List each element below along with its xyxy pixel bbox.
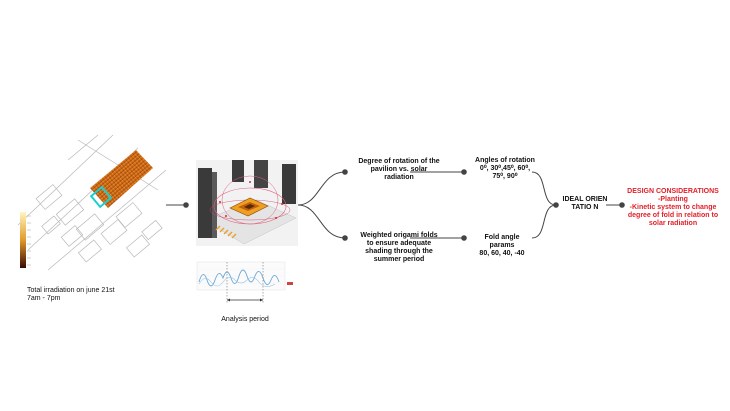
analysis-graph-svg bbox=[196, 261, 293, 304]
fold-angle-result: Fold angle params 80, 60, 40, -40 bbox=[474, 234, 530, 258]
node-dot bbox=[461, 169, 467, 175]
site-map-caption: Total irradiation on june 21st 7am - 7pm bbox=[27, 287, 167, 303]
design-considerations: DESIGN CONSIDERATIONS -Planting -Kinetic… bbox=[626, 188, 720, 228]
pavilion-model-graphic bbox=[196, 160, 298, 246]
rotation-angles-title: Angles of rotation bbox=[475, 157, 535, 164]
rotation-degree-text: Degree of rotation of the pavilion vs. s… bbox=[358, 158, 440, 181]
analysis-period-graph bbox=[195, 260, 295, 310]
node-dot bbox=[619, 202, 625, 208]
analysis-period-caption: Analysis period bbox=[221, 316, 269, 323]
rotation-angles-values: 0⁰, 30⁰,45⁰, 60⁰, 75⁰, 90⁰ bbox=[479, 165, 531, 180]
origami-folds-text: Weighted origami folds to ensure adequat… bbox=[360, 232, 438, 263]
site-highlight bbox=[89, 185, 113, 209]
heat-zone bbox=[90, 150, 153, 208]
design-considerations-kinetic: -Kinetic system to change degree of fold… bbox=[627, 204, 719, 227]
site-radiation-map bbox=[17, 130, 167, 271]
design-considerations-planting: -Planting bbox=[658, 196, 688, 203]
connector-branch-top bbox=[297, 171, 346, 206]
node-dot bbox=[342, 235, 348, 241]
fold-angle-values: 80, 60, 40, -40 bbox=[479, 250, 525, 257]
design-considerations-title: DESIGN CONSIDERATIONS bbox=[627, 188, 719, 195]
node-dot bbox=[553, 202, 559, 208]
site-map-graphic bbox=[17, 130, 167, 271]
connector-bottom-to-ideal bbox=[531, 204, 557, 239]
fold-angle-title: Fold angle params bbox=[484, 234, 520, 249]
connector-branch-bottom bbox=[297, 204, 346, 239]
node-dot bbox=[183, 202, 189, 208]
site-map-caption-line2: 7am - 7pm bbox=[27, 295, 61, 302]
site-map-caption-line1: Total irradiation on june 21st bbox=[27, 287, 115, 294]
node-dot bbox=[342, 169, 348, 175]
connector-top-to-ideal bbox=[531, 171, 557, 206]
pavilion-model-render bbox=[196, 160, 298, 246]
node-dot bbox=[461, 235, 467, 241]
ideal-orientation-label: IDEAL ORIENTATIO N bbox=[562, 196, 608, 211]
rotation-angles-result: Angles of rotation 0⁰, 30⁰,45⁰, 60⁰, 75⁰… bbox=[474, 157, 536, 181]
